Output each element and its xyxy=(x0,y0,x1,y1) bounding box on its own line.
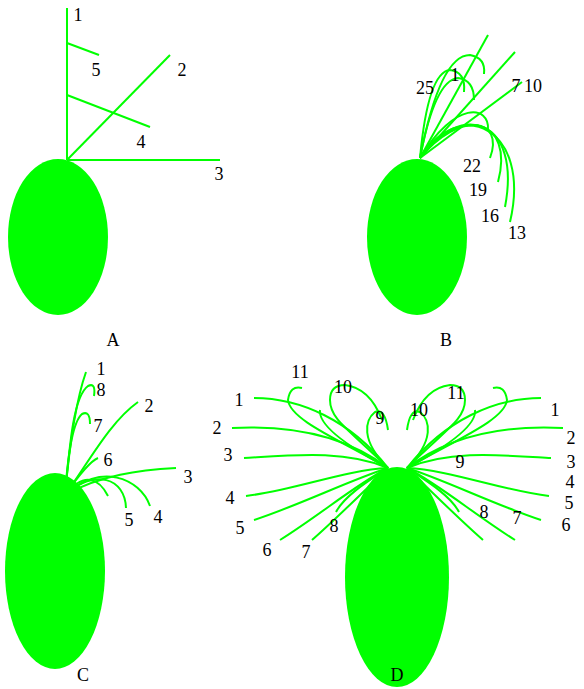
callout-number: 2 xyxy=(144,397,155,415)
callout-number: 5 xyxy=(564,494,575,512)
callout-number: 4 xyxy=(136,133,147,151)
callout-number: 3 xyxy=(214,165,225,183)
callout-number: 3 xyxy=(183,468,194,486)
callout-number: 1 xyxy=(96,360,107,378)
callout-number: 6 xyxy=(103,451,114,469)
callout-number: 13 xyxy=(507,224,527,242)
callout-number: 1 xyxy=(450,66,461,84)
callout-number: 10 xyxy=(409,401,429,419)
cell-body xyxy=(345,467,449,687)
callout-number: 2 xyxy=(566,429,577,447)
callout-number: 6 xyxy=(561,516,572,534)
callout-number: 2 xyxy=(212,419,223,437)
callout-number: 9 xyxy=(375,409,386,427)
callout-number: 16 xyxy=(480,207,500,225)
callout-number: 2 xyxy=(177,61,188,79)
callout-number: 8 xyxy=(329,517,340,535)
callout-number: 11 xyxy=(290,363,309,381)
callout-number: 5 xyxy=(235,519,246,537)
panel-letter: D xyxy=(390,666,405,684)
callout-number: 8 xyxy=(479,503,490,521)
callout-number: 6 xyxy=(262,541,273,559)
callout-number: 7 xyxy=(93,417,104,435)
cell-body xyxy=(5,473,105,669)
callout-number: 8 xyxy=(96,381,107,399)
callout-number: 10 xyxy=(333,378,353,396)
callout-number: 5 xyxy=(124,511,135,529)
cell-body xyxy=(8,159,108,315)
cell-body xyxy=(367,159,467,315)
callout-number: 1 xyxy=(73,6,84,24)
panel-letter: B xyxy=(439,331,453,349)
flagellum-lines xyxy=(65,8,563,540)
callout-number: 4 xyxy=(153,508,164,526)
callout-number: 4 xyxy=(565,473,576,491)
callout-number: 5 xyxy=(91,61,102,79)
callout-number: 4 xyxy=(225,489,236,507)
callout-number: 19 xyxy=(468,181,488,199)
panel-letter: A xyxy=(106,331,121,349)
callout-number: 1 xyxy=(234,391,245,409)
callout-number: 22 xyxy=(462,157,482,175)
callout-number: 1 xyxy=(550,401,561,419)
callout-number: 7 xyxy=(512,509,523,527)
panel-letter: C xyxy=(76,666,90,684)
callout-number: 25 xyxy=(415,79,435,97)
callout-number: 7 xyxy=(511,77,522,95)
callout-number: 3 xyxy=(566,453,577,471)
callout-number: 7 xyxy=(301,543,312,561)
callout-number: 9 xyxy=(455,453,466,471)
callout-number: 11 xyxy=(446,384,465,402)
callout-number: 3 xyxy=(223,446,234,464)
callout-number: 10 xyxy=(523,77,543,95)
